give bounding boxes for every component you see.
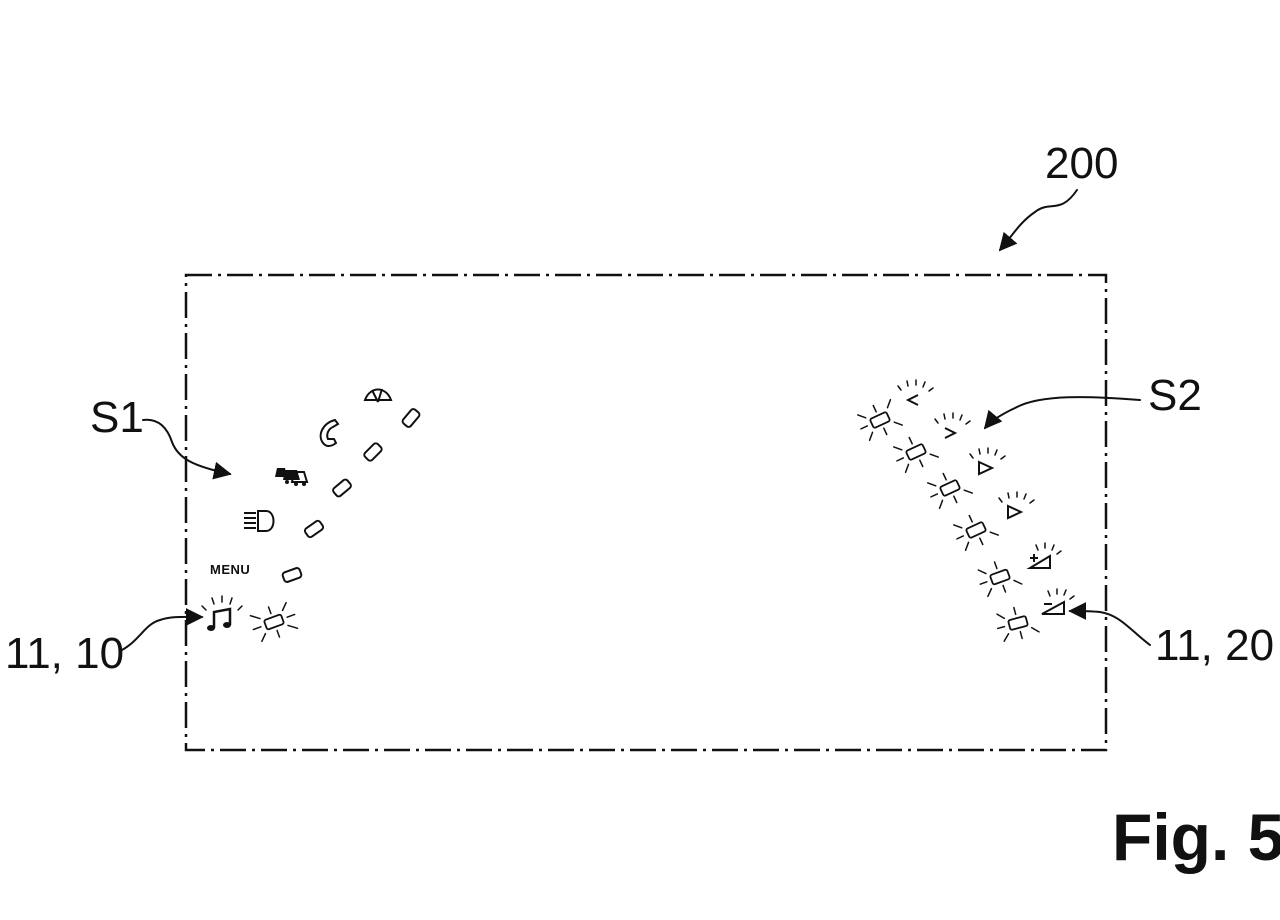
ref-row-b-label: S2 bbox=[1148, 371, 1202, 420]
lit-button[interactable] bbox=[924, 466, 973, 511]
volume-down-icon[interactable] bbox=[1041, 588, 1075, 615]
button[interactable] bbox=[363, 442, 383, 462]
ref-left-element-leader bbox=[121, 607, 204, 651]
ref-right-element-label: 11, 20 bbox=[1155, 621, 1274, 670]
wiper-icon[interactable] bbox=[363, 388, 393, 403]
arrow-left-icon[interactable] bbox=[897, 379, 934, 406]
phone-icon[interactable] bbox=[319, 418, 340, 447]
lit-button[interactable] bbox=[975, 556, 1023, 599]
ref-display-leader bbox=[998, 189, 1078, 252]
ref-display-label: 200 bbox=[1045, 139, 1118, 188]
lit-button[interactable] bbox=[890, 430, 939, 475]
volume-up-icon[interactable] bbox=[1026, 542, 1062, 569]
play-triangle-icon[interactable] bbox=[969, 447, 1006, 476]
lit-button[interactable] bbox=[854, 398, 903, 443]
ref-right-element-leader bbox=[1068, 602, 1151, 646]
lit-button[interactable] bbox=[994, 603, 1040, 644]
button[interactable] bbox=[303, 519, 325, 539]
display-frame bbox=[184, 273, 1108, 752]
ref-row-a-leader bbox=[142, 418, 232, 480]
arrow-right-icon[interactable] bbox=[934, 412, 971, 439]
menu-text[interactable]: MENU bbox=[210, 562, 250, 577]
music-note-icon[interactable] bbox=[201, 595, 243, 631]
ref-left-element-label: 11, 10 bbox=[5, 629, 124, 678]
ref-row-a-label: S1 bbox=[90, 393, 144, 442]
button[interactable] bbox=[332, 478, 352, 498]
traffic-icon[interactable] bbox=[275, 468, 309, 486]
headlight-icon[interactable] bbox=[244, 510, 275, 532]
play-triangle-icon[interactable] bbox=[998, 491, 1035, 520]
button[interactable] bbox=[281, 567, 303, 583]
lit-button[interactable] bbox=[248, 599, 300, 644]
ref-row-b-leader bbox=[983, 396, 1141, 430]
glow-rays bbox=[201, 595, 243, 611]
lit-button[interactable] bbox=[950, 508, 999, 553]
figure-caption: Fig. 5 bbox=[1112, 800, 1280, 874]
button[interactable] bbox=[401, 408, 421, 428]
